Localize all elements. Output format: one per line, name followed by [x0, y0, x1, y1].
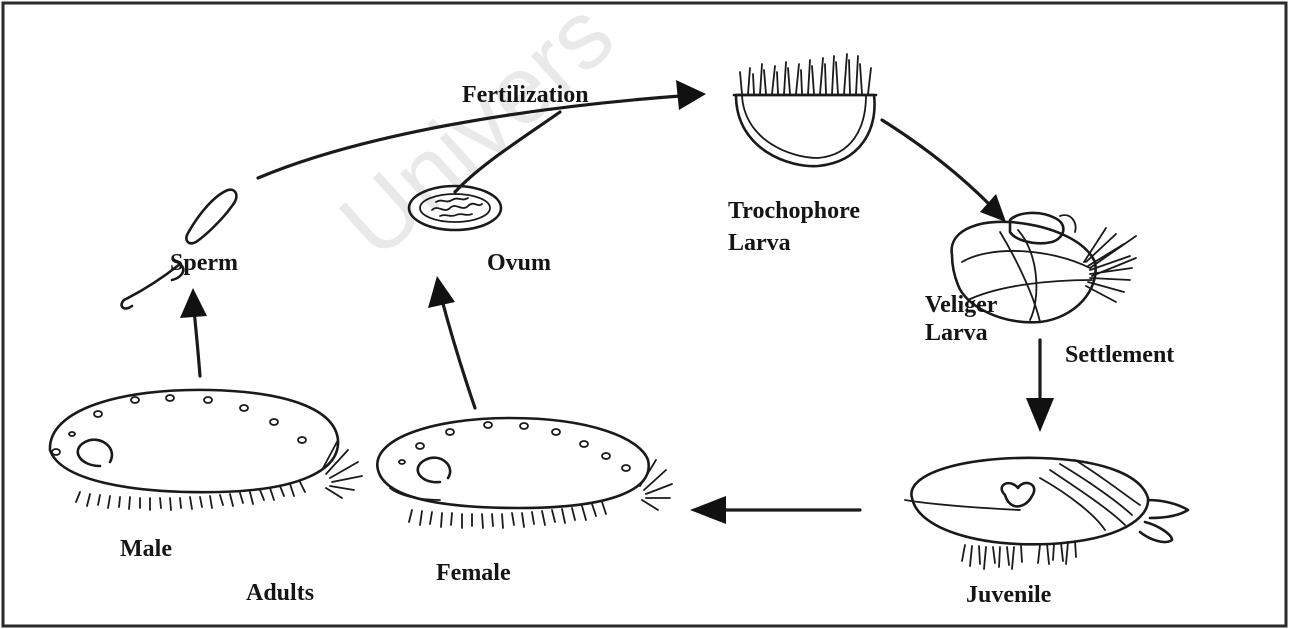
watermark: Univers [320, 0, 633, 278]
label-sperm: Sperm [170, 250, 238, 276]
label-settlement: Settlement [1065, 342, 1174, 368]
juvenile-drawing [905, 458, 1188, 569]
label-female: Female [436, 560, 511, 586]
arrow-to-veliger [882, 120, 1006, 222]
label-fertilization: Fertilization [462, 82, 589, 108]
label-veliger: Veliger [925, 292, 998, 318]
female-adult-drawing [377, 418, 672, 528]
male-adult-drawing [50, 390, 362, 510]
label-male: Male [120, 536, 172, 562]
label-adults: Adults [246, 580, 314, 606]
arrow-to-adults [690, 496, 860, 524]
arrow-female-to-ovum [428, 276, 475, 408]
settlement-arrow [1026, 340, 1054, 432]
label-veliger-larva: Larva [925, 320, 988, 346]
label-ovum: Ovum [487, 250, 551, 276]
label-trochophore-larva: Larva [728, 230, 791, 256]
trochophore-larva-drawing [734, 54, 876, 166]
arrow-male-to-sperm [180, 288, 207, 376]
label-trochophore: Trochophore [728, 198, 860, 224]
label-juvenile: Juvenile [966, 582, 1052, 608]
